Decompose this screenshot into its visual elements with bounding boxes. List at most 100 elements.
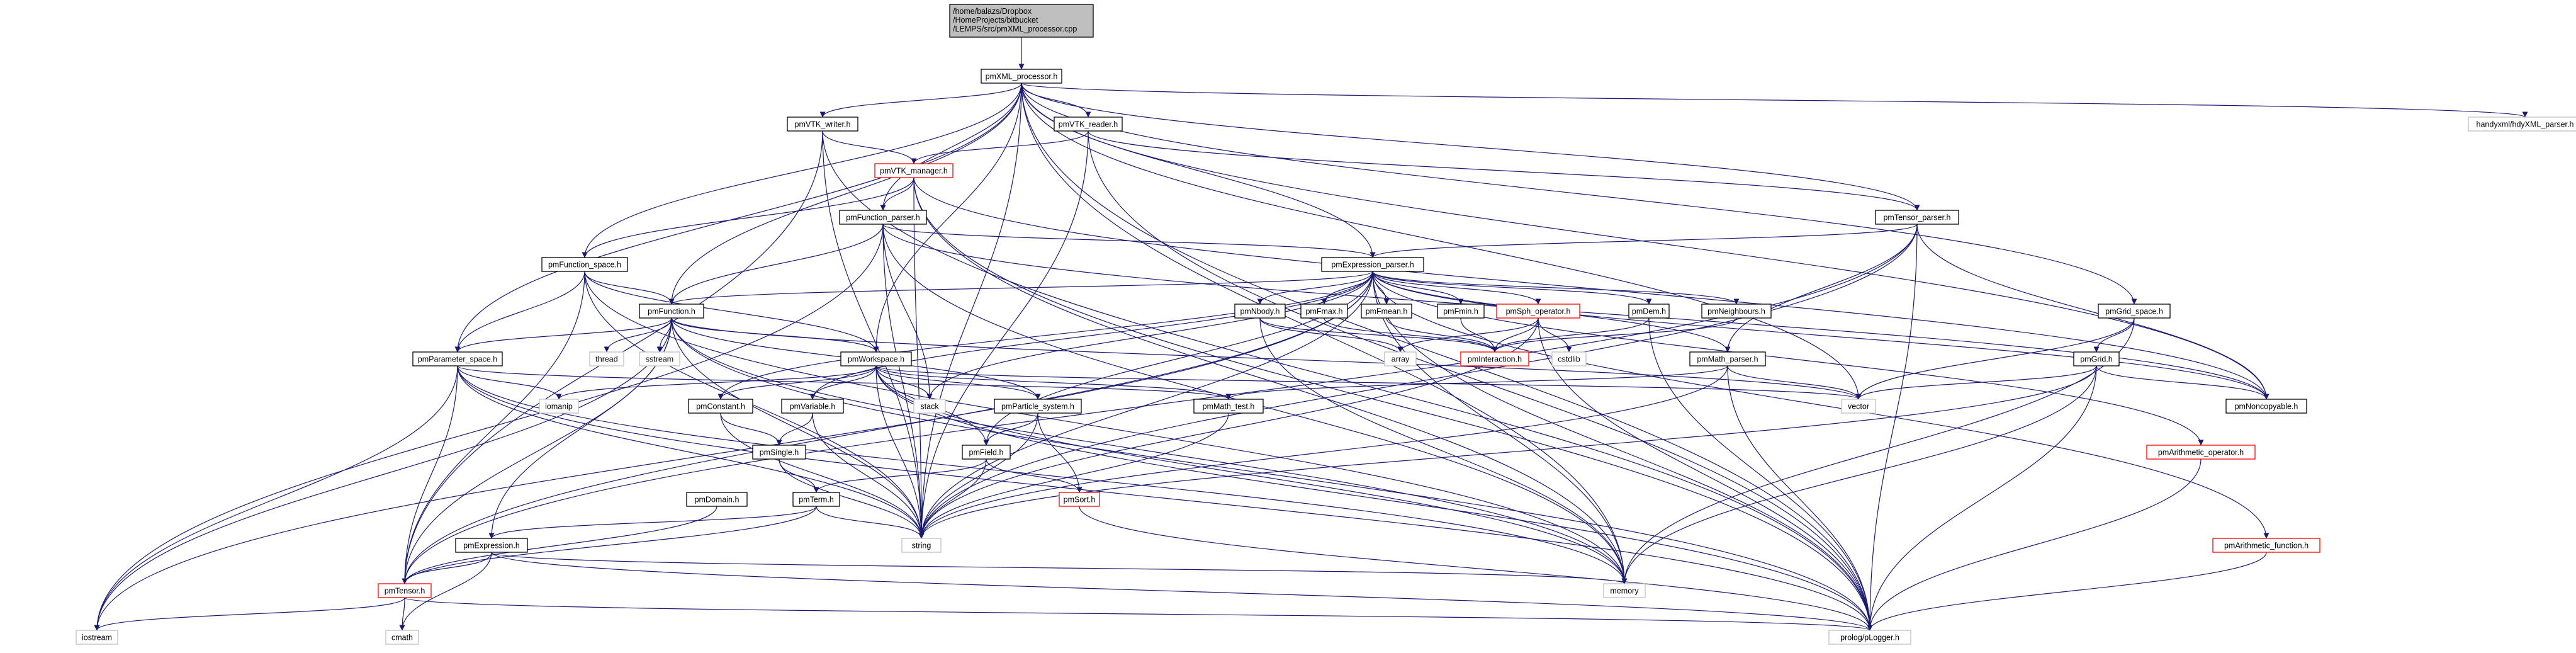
- edge-dem-to-logger: [1648, 317, 1873, 631]
- edge-nbody-to-array: [1259, 317, 1403, 353]
- node-grids[interactable]: pmGrid_space.h: [2098, 304, 2171, 319]
- node-box-src: [949, 4, 1094, 38]
- edge-exprp-to-noncopy: [1372, 271, 2269, 400]
- node-box-vtkw: [787, 116, 858, 132]
- node-mtest[interactable]: pmMath_test.h: [1193, 399, 1264, 414]
- node-src[interactable]: /home/balazs/Dropbox/HomeProjects/bitbuc…: [949, 4, 1094, 38]
- node-label-grids: pmGrid_space.h: [2105, 307, 2163, 316]
- edge-const-to-string: [720, 412, 925, 539]
- edge-grid-to-vector: [1855, 365, 2097, 400]
- node-label-src: /home/balazs/Dropbox: [953, 7, 1032, 16]
- edge-afunc-to-logger: [1867, 552, 2267, 631]
- edge-xml_h-to-param: [454, 82, 1022, 353]
- edge-expr-to-memory: [491, 552, 1627, 584]
- node-label-fmin: pmFmin.h: [1443, 307, 1478, 316]
- node-box-sort: [1059, 492, 1100, 507]
- node-exprp[interactable]: pmExpression_parser.h: [1321, 257, 1424, 272]
- node-iomanip: iomanip: [539, 399, 579, 414]
- edge-exprp-to-stack: [926, 271, 1373, 400]
- edge-tensp-to-noncopy: [1916, 224, 2269, 400]
- edge-funcs-to-tensor: [402, 271, 585, 584]
- node-inter[interactable]: pmInteraction.h: [1460, 351, 1529, 366]
- edge-sph-to-logger: [1538, 317, 1873, 631]
- edge-func-to-iostream: [94, 317, 672, 631]
- edge-fmean-to-inter: [1386, 317, 1498, 353]
- edge-tensp-to-string: [918, 224, 1918, 539]
- node-label-sstream: sstream: [646, 355, 673, 364]
- node-string: string: [901, 538, 942, 553]
- node-single[interactable]: pmSingle.h: [752, 445, 806, 460]
- node-label-sort: pmSort.h: [1064, 496, 1096, 504]
- node-field[interactable]: pmField.h: [962, 445, 1011, 460]
- node-xml_h[interactable]: pmXML_processor.h: [981, 69, 1062, 84]
- edge-ws-to-iomanip: [556, 365, 877, 400]
- node-ws[interactable]: pmWorkspace.h: [840, 351, 912, 366]
- node-label-funcs: pmFunction_space.h: [548, 261, 621, 270]
- node-box-expr: [455, 538, 528, 553]
- node-part[interactable]: pmParticle_system.h: [994, 399, 1082, 414]
- node-box-inter: [1460, 351, 1529, 366]
- node-tensor[interactable]: pmTensor.h: [378, 583, 432, 598]
- node-label-iostream: iostream: [82, 633, 112, 642]
- edge-param-to-logger: [457, 365, 1873, 631]
- node-term[interactable]: pmTerm.h: [792, 492, 840, 507]
- edge-grid-to-string: [918, 365, 2097, 539]
- node-noncopy[interactable]: pmNoncopyable.h: [2225, 399, 2307, 414]
- node-neigh[interactable]: pmNeighbours.h: [1701, 304, 1772, 319]
- node-funcp[interactable]: pmFunction_parser.h: [839, 210, 927, 225]
- node-label-field: pmField.h: [969, 448, 1004, 457]
- node-sph[interactable]: pmSph_operator.h: [1496, 304, 1580, 319]
- node-sort[interactable]: pmSort.h: [1059, 492, 1100, 507]
- edge-tensp-to-mathp: [1724, 224, 1918, 353]
- edge-expr-to-logger: [491, 552, 1873, 631]
- node-var[interactable]: pmVariable.h: [781, 399, 844, 414]
- node-fmean[interactable]: pmFmean.h: [1361, 304, 1412, 319]
- node-dem[interactable]: pmDem.h: [1628, 304, 1670, 319]
- edge-vtkr-to-vtkm: [911, 130, 1089, 164]
- node-box-cstdlib: [1551, 351, 1587, 366]
- edge-exprp-to-sph: [1372, 271, 1541, 305]
- node-label-memory: memory: [1610, 587, 1639, 596]
- node-label-dem: pmDem.h: [1632, 307, 1666, 316]
- node-afunc[interactable]: pmArithmetic_function.h: [2212, 538, 2320, 553]
- node-vtkm[interactable]: pmVTK_manager.h: [874, 163, 953, 178]
- edge-fmax-to-inter: [1324, 317, 1498, 353]
- edge-xml_h-to-hdy: [1021, 82, 2528, 118]
- node-fmax[interactable]: pmFmax.h: [1300, 304, 1348, 319]
- node-array: array: [1384, 351, 1417, 366]
- node-label-mathp: pmMath_parser.h: [1697, 355, 1758, 364]
- node-box-vector: [1841, 399, 1876, 414]
- node-nbody[interactable]: pmNbody.h: [1234, 304, 1286, 319]
- edge-const-to-single: [720, 412, 782, 446]
- node-aop[interactable]: pmArithmetic_operator.h: [2146, 445, 2256, 460]
- node-expr[interactable]: pmExpression.h: [455, 538, 528, 553]
- edge-grids-to-grid: [2093, 317, 2135, 353]
- node-domain[interactable]: pmDomain.h: [686, 492, 748, 507]
- edge-mathp-to-vector: [1727, 365, 1862, 400]
- node-label-part: pmParticle_system.h: [1001, 402, 1074, 411]
- node-grid[interactable]: pmGrid.h: [2073, 351, 2120, 366]
- edge-aop-to-logger: [1867, 458, 2202, 631]
- node-func[interactable]: pmFunction.h: [639, 304, 704, 319]
- node-label-func: pmFunction.h: [648, 307, 695, 316]
- node-label-thread: thread: [595, 355, 617, 364]
- node-funcs[interactable]: pmFunction_space.h: [541, 257, 628, 272]
- node-param[interactable]: pmParameter_space.h: [412, 351, 503, 366]
- edge-func-to-thread: [604, 317, 672, 353]
- edge-xml_h-to-memory: [1021, 82, 1628, 584]
- node-const[interactable]: pmConstant.h: [688, 399, 753, 414]
- node-box-mtest: [1193, 399, 1264, 414]
- edge-sort-to-logger: [1079, 506, 1873, 631]
- node-mathp[interactable]: pmMath_parser.h: [1689, 351, 1766, 366]
- node-label-string: string: [912, 542, 931, 550]
- node-label-noncopy: pmNoncopyable.h: [2235, 402, 2298, 411]
- node-box-part: [994, 399, 1082, 414]
- node-vtkw[interactable]: pmVTK_writer.h: [787, 116, 858, 132]
- edge-funcp-to-iostream: [94, 224, 884, 631]
- edge-exprp-to-tensor: [402, 271, 1373, 584]
- node-vtkr[interactable]: pmVTK_reader.h: [1054, 116, 1123, 132]
- node-box-single: [752, 445, 806, 460]
- node-fmin[interactable]: pmFmin.h: [1437, 304, 1485, 319]
- node-tensp[interactable]: pmTensor_parser.h: [1875, 210, 1959, 225]
- edge-vtkm-to-funcp: [880, 177, 914, 211]
